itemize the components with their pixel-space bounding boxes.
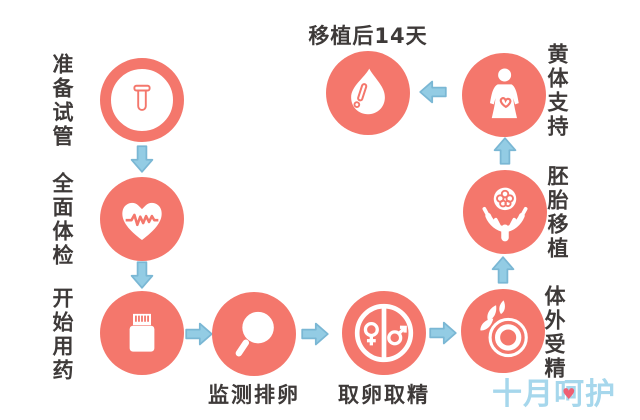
male-female-icon <box>351 300 417 366</box>
blood-drop-icon <box>338 63 398 123</box>
arrow-right-icon <box>299 318 331 350</box>
step-label-luteal: 黄体支持 <box>545 43 569 139</box>
arrow-right-icon <box>183 318 215 350</box>
arrow-up-icon <box>489 135 521 167</box>
step-node-retrieval <box>342 291 426 375</box>
hands-embryo-icon <box>475 182 535 242</box>
step-label-embryo: 胚胎移植 <box>545 165 569 261</box>
step-node-prepare <box>100 58 184 142</box>
step-node-luteal <box>462 53 546 137</box>
brand-watermark: 十月呵♥护 <box>492 377 616 412</box>
arrow-down-icon <box>126 143 158 175</box>
step-label-retrieval: 取卵取精 <box>338 383 430 407</box>
magnifier-icon <box>226 306 282 362</box>
arrow-up-icon <box>487 254 519 286</box>
step-node-medication <box>100 291 184 375</box>
step-node-test <box>326 51 410 135</box>
step-label-prepare: 准备试管 <box>50 53 74 149</box>
sperm-egg-icon <box>472 300 534 362</box>
step-node-monitor <box>212 292 296 376</box>
step-label-ivf: 体外受精 <box>542 285 566 381</box>
step-label-test: 移植后14天 <box>308 24 428 48</box>
pregnant-woman-icon <box>474 65 534 125</box>
test-tube-icon <box>123 81 161 119</box>
step-label-checkup: 全面体检 <box>50 172 74 268</box>
arrow-down-icon <box>126 259 158 291</box>
heart-ekg-icon <box>114 191 170 247</box>
arrow-right-icon <box>427 317 459 349</box>
step-label-monitor: 监测排卵 <box>208 383 300 407</box>
arrow-left-icon <box>417 76 449 108</box>
brand-watermark-text: 十月呵 <box>492 377 585 412</box>
pill-bottle-icon <box>115 306 169 360</box>
step-node-embryo <box>463 170 547 254</box>
step-node-checkup <box>100 177 184 261</box>
step-node-ivf <box>461 289 545 373</box>
brand-watermark-text: 护 <box>585 377 616 412</box>
step-label-medication: 开始用药 <box>50 287 74 383</box>
